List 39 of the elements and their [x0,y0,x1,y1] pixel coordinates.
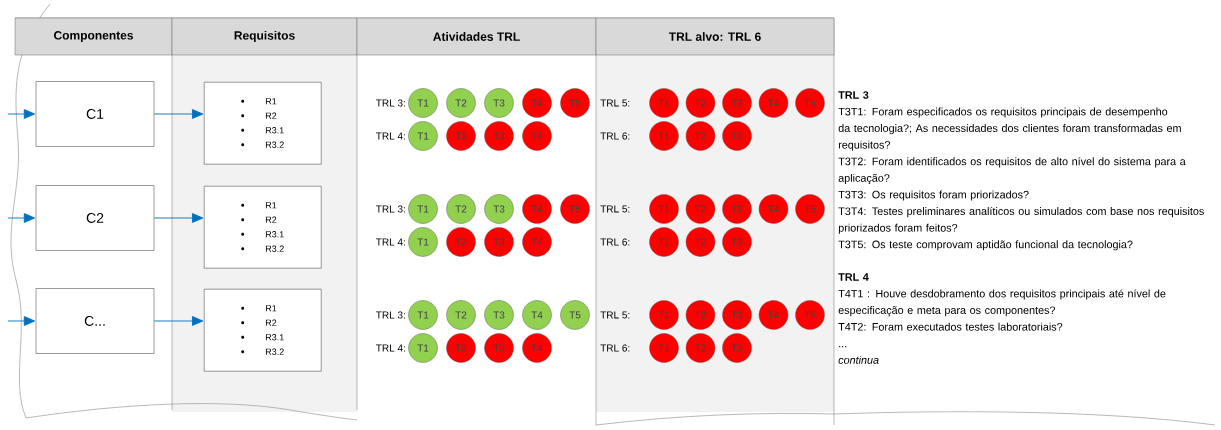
question-text: T3T2: Foram identificados os requisitos de alto nível do sistema para a aplicação? [838,157,1186,184]
requirements-box: R1 R2 R3.1 R3.2 [204,289,322,372]
row-label: TRL 6: [600,238,630,246]
question-text: T3T4: Testes preliminares analíticos ou simulados com base nos requisitos priorizados foram feitos? [838,207,1204,234]
component-box: C1 [35,81,155,147]
row-label: TRL 5: [600,311,630,319]
row-label: TRL 3: [376,205,405,213]
row-label: TRL 3: [376,99,405,107]
section-heading: TRL 3 [838,91,869,99]
arrow [7,213,36,223]
row-label: TRL 4: [376,344,405,352]
column-header: Atividades TRL [356,17,597,56]
arrow [153,213,204,223]
ellipsis-text: ... [839,345,847,348]
row-label: TRL 5: [600,205,630,213]
question-text: T3T3: Os requisitos foram priorizados? [838,190,1029,201]
arrow [153,109,204,119]
question-text: T3T1: Foram especificados os requisitos principais de desempenho da tecnologia?; As necessidades dos clientes foram transformadas em requisitos? [838,107,1181,151]
row-label: TRL 6: [600,132,630,140]
requirements-box: R1 R2 R3.1 R3.2 [204,82,322,165]
question-text: T3T5: Os teste comprovam aptidão funcional da tecnologia? [838,240,1133,251]
arrow [7,109,36,119]
column-header: Componentes [14,17,173,56]
arrow [7,316,36,326]
note-text: continua [838,355,879,364]
component-box: C2 [35,185,155,251]
arrow [153,316,204,326]
requirements-box: R1 R2 R3.1 R3.2 [204,186,322,269]
row-label: TRL 4: [376,238,405,246]
row-label: TRL 3: [376,311,405,319]
question-text: T4T2: Foram executados testes laboratoriais? [838,322,1063,331]
column-header: TRL alvo: TRL 6 [595,17,835,56]
component-box: C... [35,288,155,354]
row-label: TRL 5: [600,99,630,107]
question-text: T4T1 : Houve desdobramento dos requisitos principais até nível de especificação e meta para os componentes? [838,289,1166,317]
row-label: TRL 6: [600,344,630,352]
column-header: Requisitos [171,17,358,56]
row-label: TRL 4: [376,132,405,140]
section-heading: TRL 4 [838,273,869,281]
